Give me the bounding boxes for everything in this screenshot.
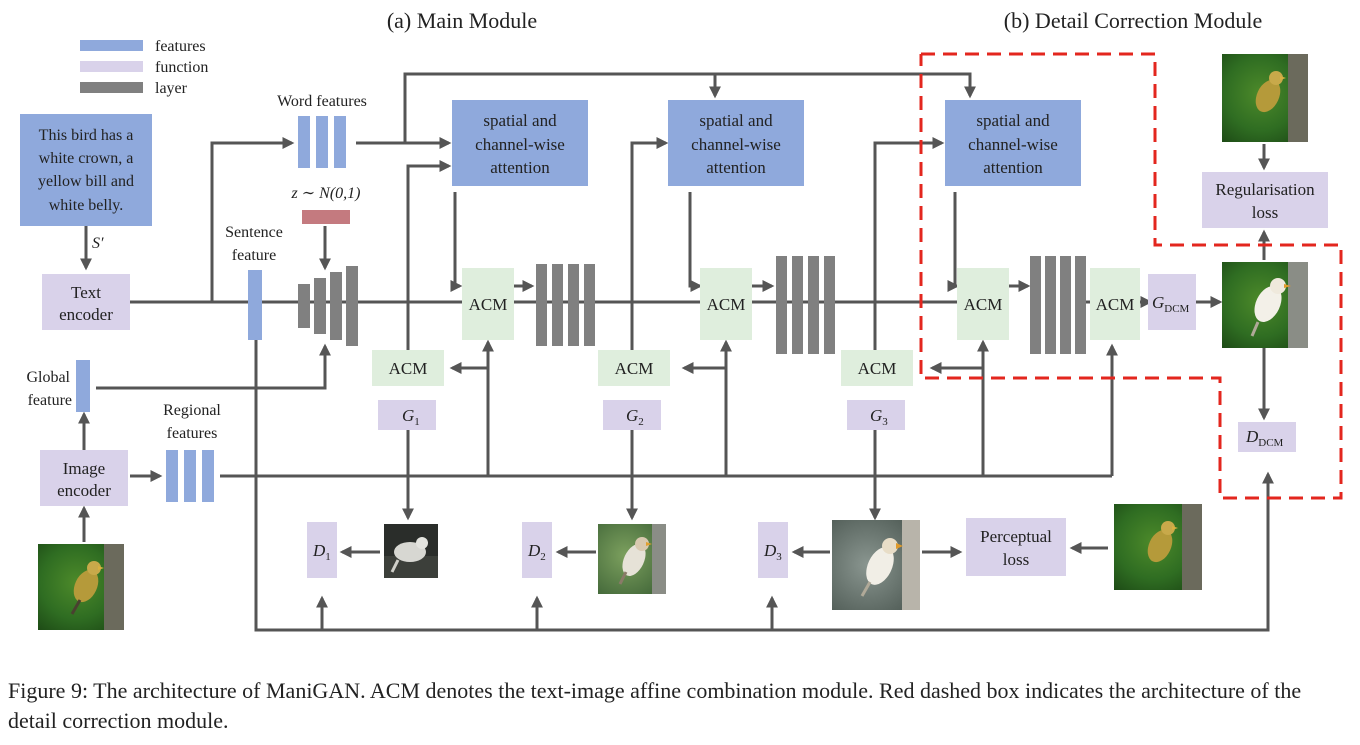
regional-features-label-2: features — [167, 425, 218, 442]
attention-2-line-2: channel-wise — [691, 135, 781, 154]
svg-text:D1: D1 — [312, 541, 331, 563]
attention-box-3 — [945, 100, 1081, 186]
perceptual-loss-label-1: Perceptual — [980, 527, 1052, 546]
g2-output-image — [598, 524, 666, 594]
text-encoder-box — [42, 274, 130, 330]
s-prime-label: S′ — [92, 235, 104, 252]
g-dcm-label: GDCM — [1152, 293, 1190, 315]
text-line-2: white crown, a — [39, 150, 134, 167]
real-bird-image-top — [1222, 54, 1308, 142]
discriminator-dcm: DDCM — [1238, 422, 1296, 452]
svg-text:D3: D3 — [763, 541, 782, 563]
text-encoder-label-1: Text — [71, 283, 101, 302]
dcm-output-image — [1222, 262, 1308, 348]
acm-dcm-final-label: ACM — [1096, 295, 1135, 314]
text-description-box — [20, 114, 152, 226]
sentence-feature-label-2: feature — [232, 247, 276, 264]
svg-text:G3: G3 — [870, 406, 888, 428]
legend-features-swatch — [80, 40, 143, 51]
text-line-3: yellow bill and — [38, 173, 134, 190]
g3-output-image — [832, 520, 920, 610]
text-encoder-label-2: encoder — [59, 305, 113, 324]
acm-branch-1-label: ACM — [389, 359, 428, 378]
g-dcm-box — [1148, 274, 1196, 330]
generator-1: G1 — [378, 400, 436, 430]
acm-dcm-final: ACM — [1090, 268, 1140, 340]
global-feature-label-1: Global — [26, 369, 70, 386]
global-feature-bar — [76, 360, 90, 412]
svg-text:DDCM: DDCM — [1245, 427, 1284, 449]
attention-3-line-2: channel-wise — [968, 135, 1058, 154]
legend-function-label: function — [155, 59, 208, 76]
discriminator-1: D1 — [307, 522, 337, 578]
word-features-bars — [298, 116, 346, 168]
regularisation-loss-label-1: Regularisation — [1215, 180, 1315, 199]
attention-1-line-1: spatial and — [483, 111, 557, 130]
acm-main-1-label: ACM — [469, 295, 508, 314]
connector-lines — [78, 72, 1274, 632]
regularisation-loss-box — [1202, 172, 1328, 228]
perceptual-loss-label-2: loss — [1003, 550, 1029, 569]
initial-layer-stack — [298, 266, 358, 346]
architecture-diagram: (a) Main Module (b) Detail Correction Mo… — [20, 8, 1343, 632]
acm-main-1: ACM — [462, 268, 514, 340]
detail-module-title: (b) Detail Correction Module — [1004, 8, 1262, 33]
legend-layer-label: layer — [155, 80, 188, 97]
word-features-label: Word features — [277, 93, 367, 110]
attention-3-line-3: attention — [983, 158, 1043, 177]
noise-bar — [302, 210, 350, 224]
global-feature-label-2: feature — [28, 392, 72, 409]
acm-branch-2-label: ACM — [615, 359, 654, 378]
text-line-4: white belly. — [49, 197, 124, 214]
acm-main-2-label: ACM — [707, 295, 746, 314]
dcm-dashed-boundary — [919, 52, 1343, 500]
generator-2: G2 — [603, 400, 661, 430]
input-bird-image — [38, 544, 124, 630]
noise-label: z ∼ N(0,1) — [291, 185, 361, 202]
acm-main-3: ACM — [957, 268, 1009, 340]
image-encoder-label-2: encoder — [57, 481, 111, 500]
figure-caption: Figure 9: The architecture of ManiGAN. A… — [8, 678, 1302, 733]
regional-features-bars — [166, 450, 214, 502]
acm-branch-3: ACM — [841, 350, 913, 386]
sentence-feature-bar — [248, 270, 262, 340]
regional-features-label-1: Regional — [163, 402, 221, 419]
attention-box-1 — [452, 100, 588, 186]
attention-1-line-3: attention — [490, 158, 550, 177]
attention-3-line-1: spatial and — [976, 111, 1050, 130]
svg-text:G2: G2 — [626, 406, 644, 428]
layer-stack-dcm — [1030, 256, 1086, 354]
legend-function-swatch — [80, 61, 143, 72]
layer-stack-2 — [776, 256, 835, 354]
image-encoder-box — [40, 450, 128, 506]
layer-stack-1 — [536, 264, 595, 346]
acm-main-2: ACM — [700, 268, 752, 340]
perceptual-loss-box — [966, 518, 1066, 576]
text-line-1: This bird has a — [39, 127, 134, 144]
acm-branch-1: ACM — [372, 350, 444, 386]
attention-1-line-2: channel-wise — [475, 135, 565, 154]
g1-output-image — [384, 524, 438, 578]
legend: features function layer — [80, 38, 208, 97]
attention-2-line-3: attention — [706, 158, 766, 177]
discriminator-3: D3 — [758, 522, 788, 578]
discriminator-2: D2 — [522, 522, 552, 578]
attention-box-2 — [668, 100, 804, 186]
legend-features-label: features — [155, 38, 206, 55]
attention-2-line-1: spatial and — [699, 111, 773, 130]
regularisation-loss-label-2: loss — [1252, 203, 1278, 222]
legend-layer-swatch — [80, 82, 143, 93]
image-encoder-label-1: Image — [63, 459, 105, 478]
acm-branch-2: ACM — [598, 350, 670, 386]
real-bird-image-perceptual — [1114, 504, 1202, 590]
svg-text:D2: D2 — [527, 541, 546, 563]
acm-branch-3-label: ACM — [858, 359, 897, 378]
generator-3: G3 — [847, 400, 905, 430]
sentence-feature-label-1: Sentence — [225, 224, 283, 241]
acm-main-3-label: ACM — [964, 295, 1003, 314]
main-module-title: (a) Main Module — [387, 8, 537, 33]
svg-text:G1: G1 — [402, 406, 420, 428]
